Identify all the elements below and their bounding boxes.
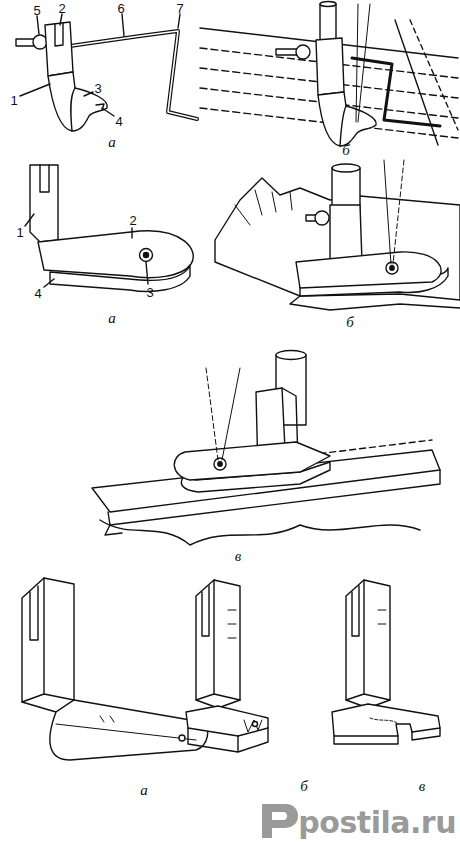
callout-number: 3 [94,81,101,96]
callout-number: 4 [34,286,41,301]
foot-2c-on-fabric [92,351,440,546]
foot-2a [25,165,193,291]
foot-2b-on-fabric [215,160,460,310]
figure-letter: в [419,778,426,795]
foot-3a [22,578,208,760]
callout-number: 1 [10,93,17,108]
foot-1b-on-fabric [200,2,458,147]
figure-letter: б [300,778,308,795]
figure-letter: а [108,134,116,151]
callout-number: 3 [146,285,153,300]
watermark-logo [262,804,298,838]
callout-number: 4 [115,114,122,129]
foot-3c [332,580,440,744]
foot-1a [16,14,197,131]
foot-3b [186,580,268,752]
figure-letter: а [108,310,116,327]
figure-letter: б [342,142,350,159]
callout-number: 2 [129,213,136,228]
callout-number: 2 [58,1,65,16]
callout-number: 1 [16,225,23,240]
figure-letter: в [235,548,242,565]
figure-letter: а [140,782,148,799]
watermark: postila.ru [298,805,456,840]
callout-number: 7 [176,1,183,16]
figure-letter: б [346,314,354,331]
callout-number: 5 [33,3,40,18]
callout-number: 6 [117,1,124,16]
